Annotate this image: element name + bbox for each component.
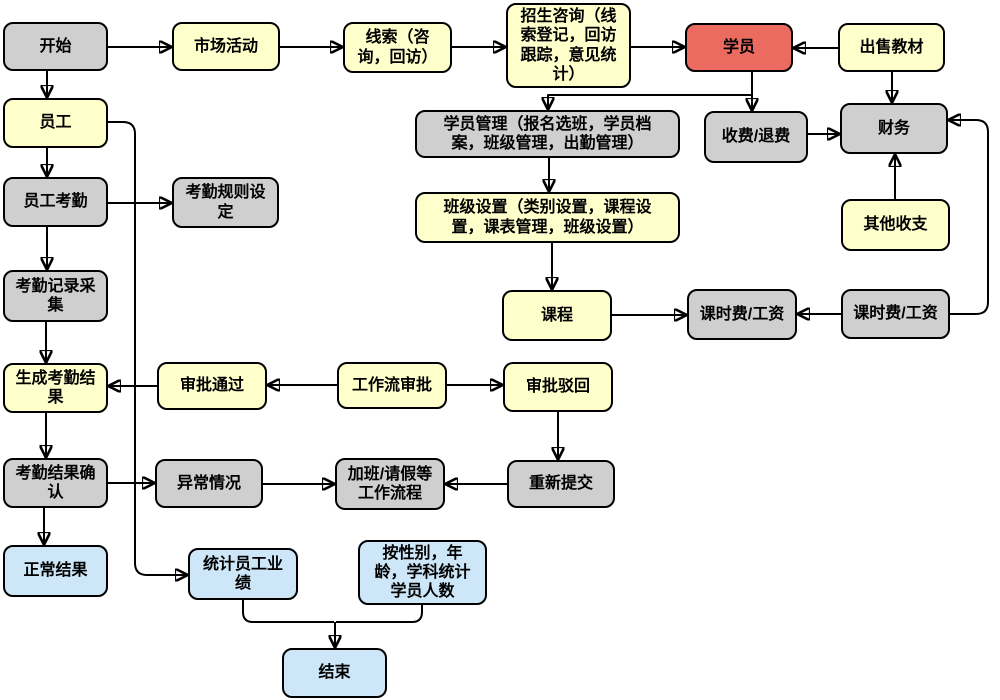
node-finance: 财务 <box>840 103 948 154</box>
node-approval-passed: 审批通过 <box>157 362 267 410</box>
node-abnormal: 异常情况 <box>155 459 263 508</box>
node-class-setup: 班级设置（类别设置，课程设 置，课表管理，班级设置） <box>415 192 680 243</box>
node-staff-attendance: 员工考勤 <box>3 177 108 227</box>
node-workflow-approval: 工作流审批 <box>337 362 447 409</box>
node-course: 课程 <box>502 290 612 341</box>
node-normal-result: 正常结果 <box>3 545 108 597</box>
node-start: 开始 <box>3 22 108 71</box>
node-student-count-stats: 按性别，年 龄，学科统计 学员人数 <box>358 540 487 605</box>
edge-staff-to-staff-performance-stats <box>108 121 186 575</box>
edge-student-count-stats-to-merge <box>336 605 423 623</box>
edge-staff-performance-stats-to-merge <box>242 600 334 623</box>
node-class-fee-right: 课时费/工资 <box>841 289 950 339</box>
node-student-mgmt: 学员管理（报名选班，学员档 案，班级管理，出勤管理） <box>415 110 680 158</box>
node-overtime-leave-flow: 加班/请假等 工作流程 <box>335 458 445 510</box>
node-staff: 员工 <box>3 98 108 148</box>
node-leads: 线索（咨 询，回访） <box>343 22 452 73</box>
node-sell-textbooks: 出售教材 <box>838 23 945 72</box>
edge-class-fee-right-to-finance <box>950 120 989 315</box>
node-class-fee-mid: 课时费/工资 <box>687 289 797 340</box>
node-attendance-rules: 考勤规则设 定 <box>172 177 279 228</box>
node-market-activity: 市场活动 <box>172 22 280 71</box>
node-end: 结束 <box>282 648 387 698</box>
node-resubmit: 重新提交 <box>507 460 615 508</box>
node-fees-refund: 收费/退费 <box>704 111 808 163</box>
node-student: 学员 <box>685 23 793 72</box>
node-approval-rejected: 审批驳回 <box>503 362 613 412</box>
node-other-income: 其他收支 <box>841 199 950 251</box>
edge-student-to-student-mgmt <box>548 94 752 108</box>
node-staff-performance-stats: 统计员工业 绩 <box>188 548 298 600</box>
node-result-confirm: 考勤结果确 认 <box>3 458 108 508</box>
node-attendance-records: 考勤记录采 集 <box>3 270 108 322</box>
node-generate-result: 生成考勤结 果 <box>3 363 108 413</box>
node-enrollment-consult: 招生咨询（线 索登记，回访 跟踪，意见统 计） <box>506 3 631 88</box>
